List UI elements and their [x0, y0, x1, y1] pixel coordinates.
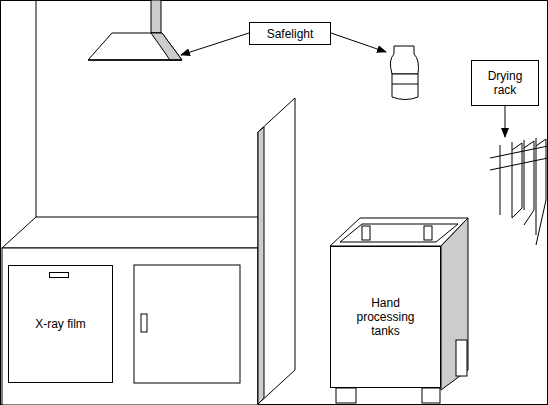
callout-box: Safelight [249, 22, 331, 45]
leader-arrow [505, 106, 506, 137]
node-text: Hand processing tanks [349, 296, 423, 338]
node-text: Drying rack [479, 69, 531, 97]
door-handle [49, 272, 69, 278]
cabinet-door: X-ray film [8, 265, 113, 383]
counter-cabinet [2, 217, 264, 405]
callout-box: Drying rack [471, 60, 539, 106]
wall-corner [36, 0, 37, 217]
leader-arrow [331, 33, 386, 52]
leader-arrow [181, 33, 249, 55]
tank-front: Hand processing tanks [330, 246, 441, 388]
node-text: Safelight [250, 27, 330, 41]
node-text: X-ray film [31, 317, 91, 331]
partition-panel [258, 98, 295, 404]
processing-tank-stand [330, 218, 468, 403]
hood-safelight [88, 0, 182, 60]
drying-rack [490, 138, 548, 245]
wall-safelight [390, 46, 418, 100]
